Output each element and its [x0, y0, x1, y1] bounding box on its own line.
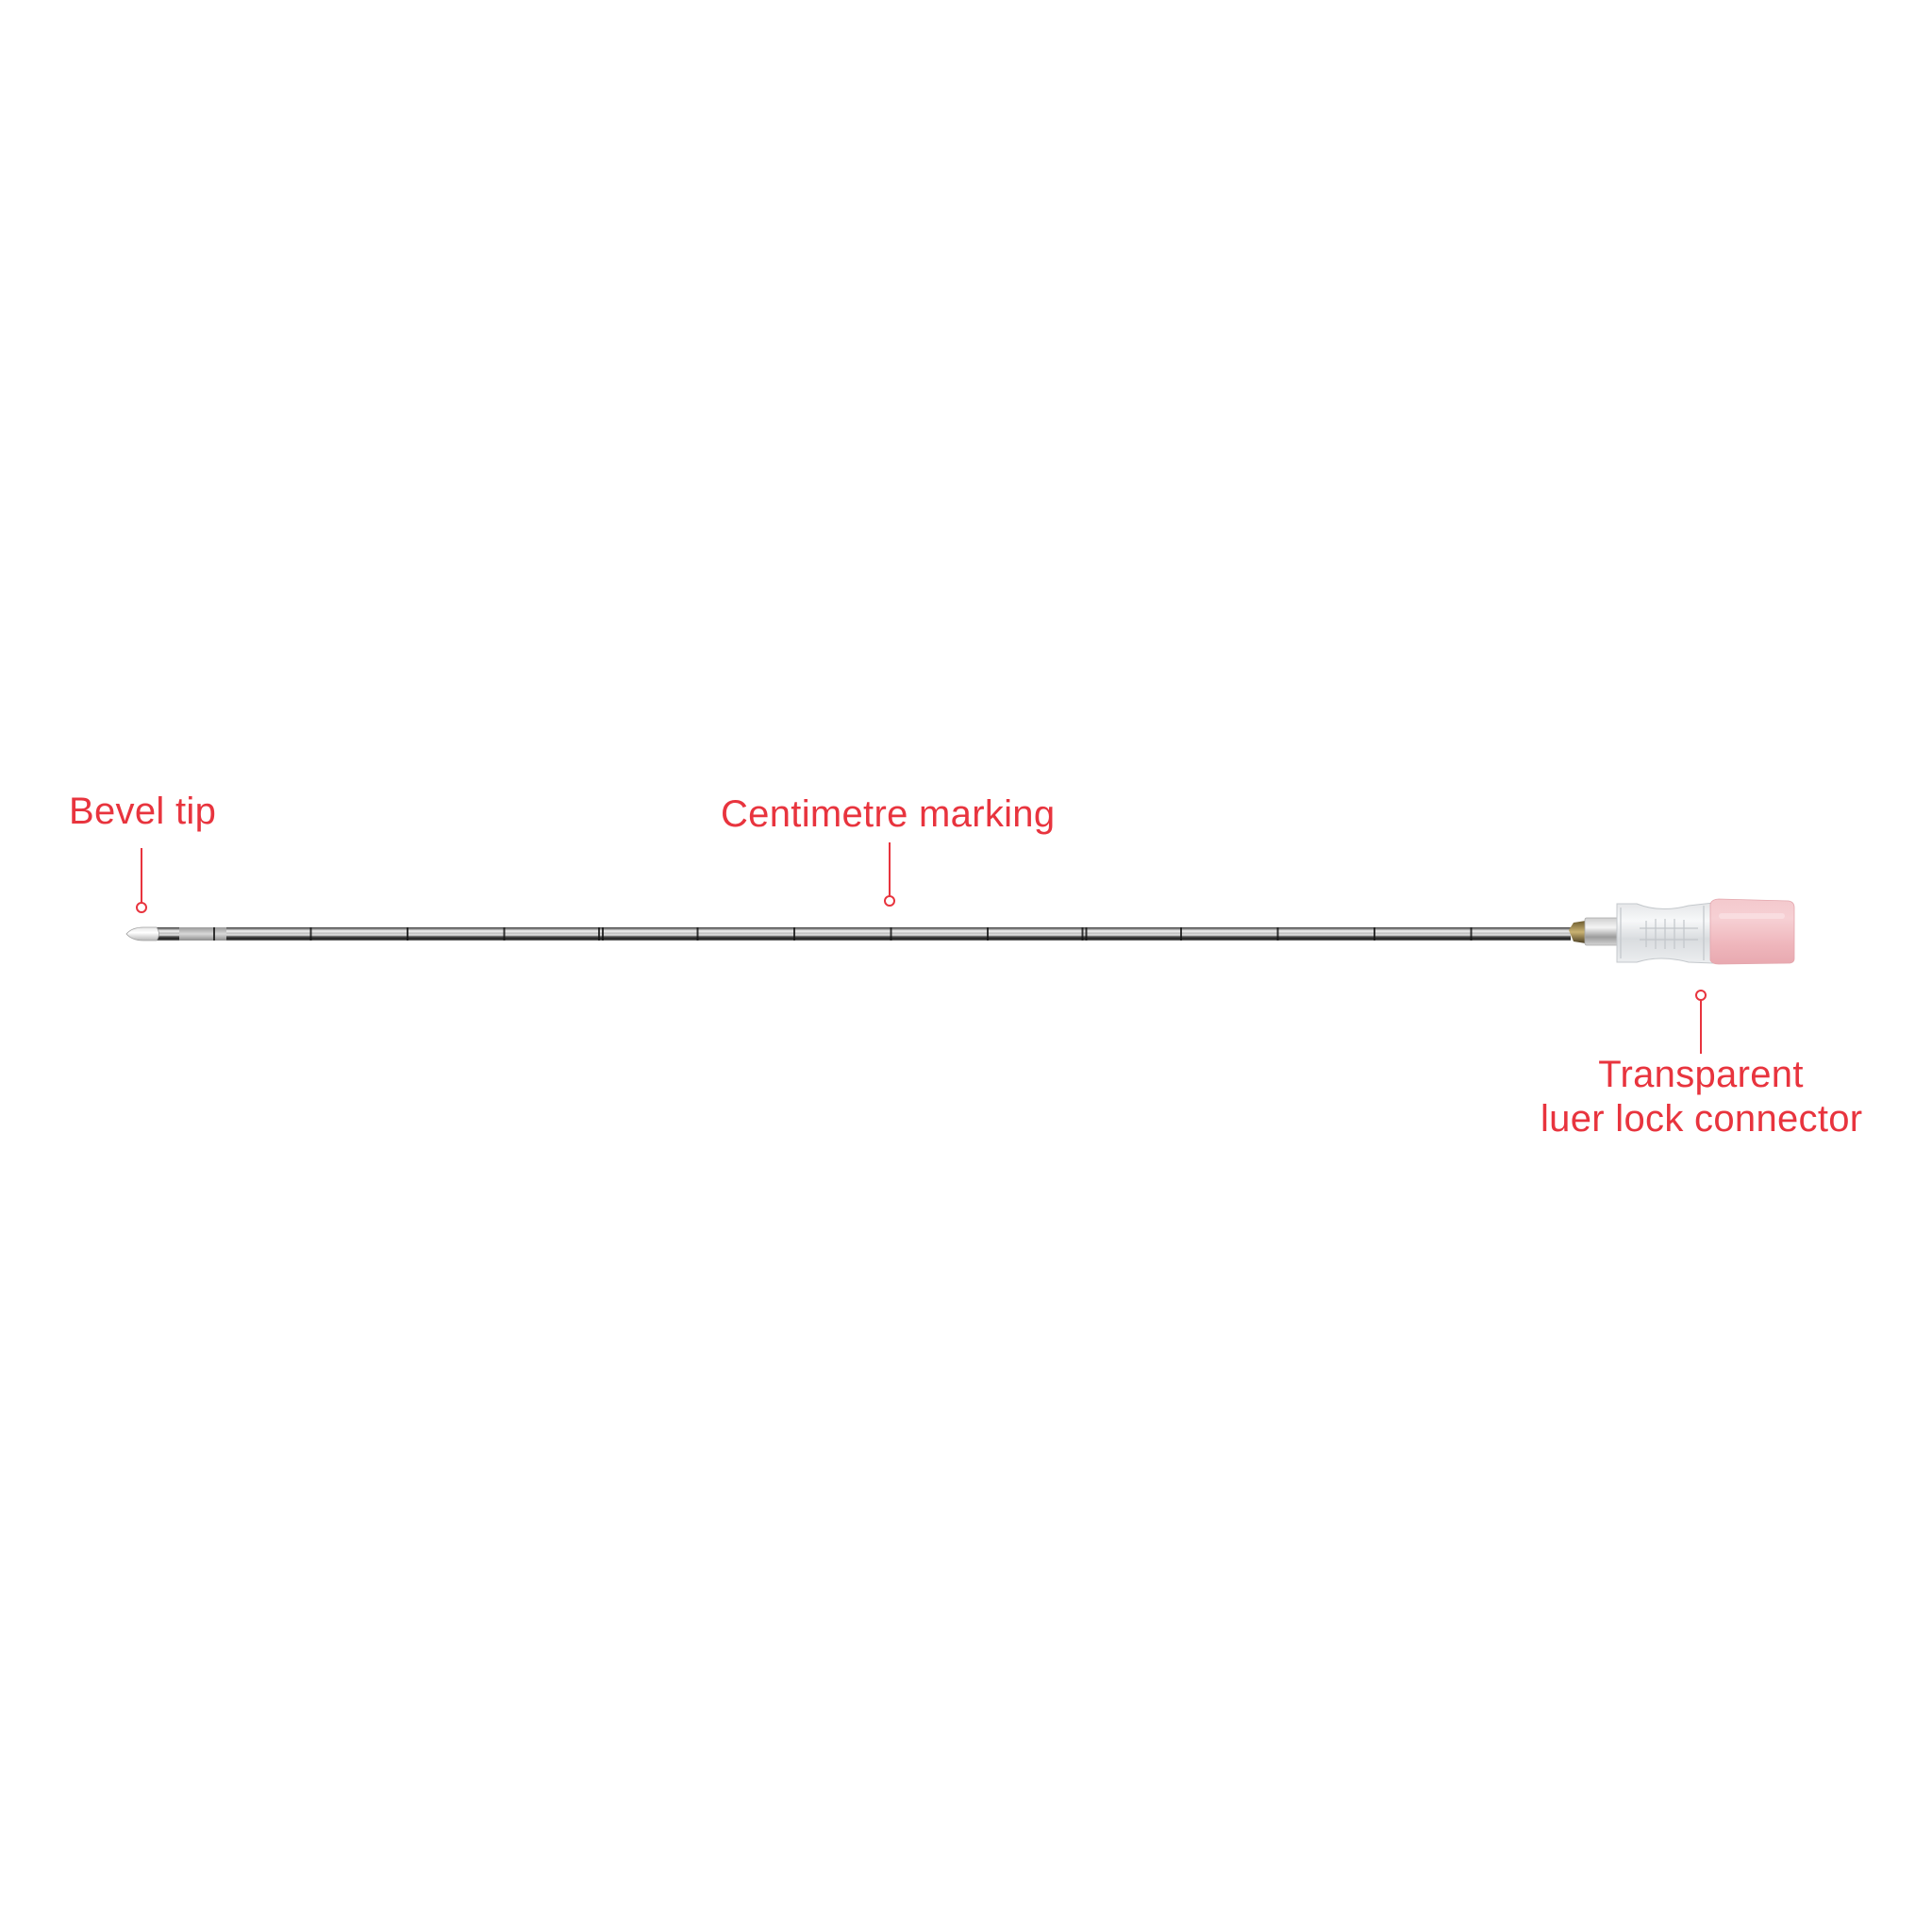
- luer-connector-label: Transparent luer lock connector: [1541, 1053, 1863, 1141]
- centimetre-tick: [1180, 927, 1182, 941]
- centimetre-tick: [793, 927, 795, 941]
- luer-grip-ribs: [1620, 906, 1705, 960]
- centimetre-marking-callout-dot: [884, 895, 895, 907]
- centimetre-markings: [213, 927, 1473, 941]
- centimetre-tick-double: [602, 927, 604, 941]
- centimetre-tick: [1276, 927, 1279, 941]
- bevel-tip-callout-dot: [136, 902, 147, 913]
- hub-sleeve: [1584, 917, 1620, 946]
- centimetre-tick: [1470, 927, 1473, 941]
- needle-shaft: [142, 927, 1571, 941]
- centimetre-tick: [407, 927, 408, 941]
- pink-cap-highlight: [1719, 913, 1785, 919]
- luer-connector-callout: [1695, 990, 1707, 1054]
- centimetre-tick: [309, 927, 312, 941]
- centimetre-tick: [987, 927, 989, 941]
- centimetre-tick: [213, 927, 215, 941]
- luer-connector-label-line2: luer lock connector: [1541, 1098, 1863, 1140]
- centimetre-tick: [696, 927, 699, 941]
- centimetre-tick-double: [598, 927, 600, 941]
- centimetre-tick-double: [1085, 927, 1088, 941]
- centimetre-marking-callout: [884, 842, 895, 907]
- bevel-tip: [125, 926, 159, 941]
- centimetre-marking-label: Centimetre marking: [721, 793, 1056, 835]
- luer-connector-callout-dot: [1695, 990, 1707, 1001]
- hub-collar: [1569, 921, 1586, 943]
- centimetre-tick-double: [1081, 927, 1084, 941]
- bevel-tip-callout: [136, 848, 147, 913]
- centimetre-tick: [1374, 927, 1375, 941]
- frosted-band: [179, 927, 226, 941]
- centimetre-tick: [890, 927, 892, 941]
- luer-connector-label-line1: Transparent: [1598, 1054, 1804, 1095]
- centimetre-tick: [503, 927, 506, 941]
- bevel-tip-label: Bevel tip: [69, 791, 217, 832]
- pink-cap: [1709, 898, 1795, 965]
